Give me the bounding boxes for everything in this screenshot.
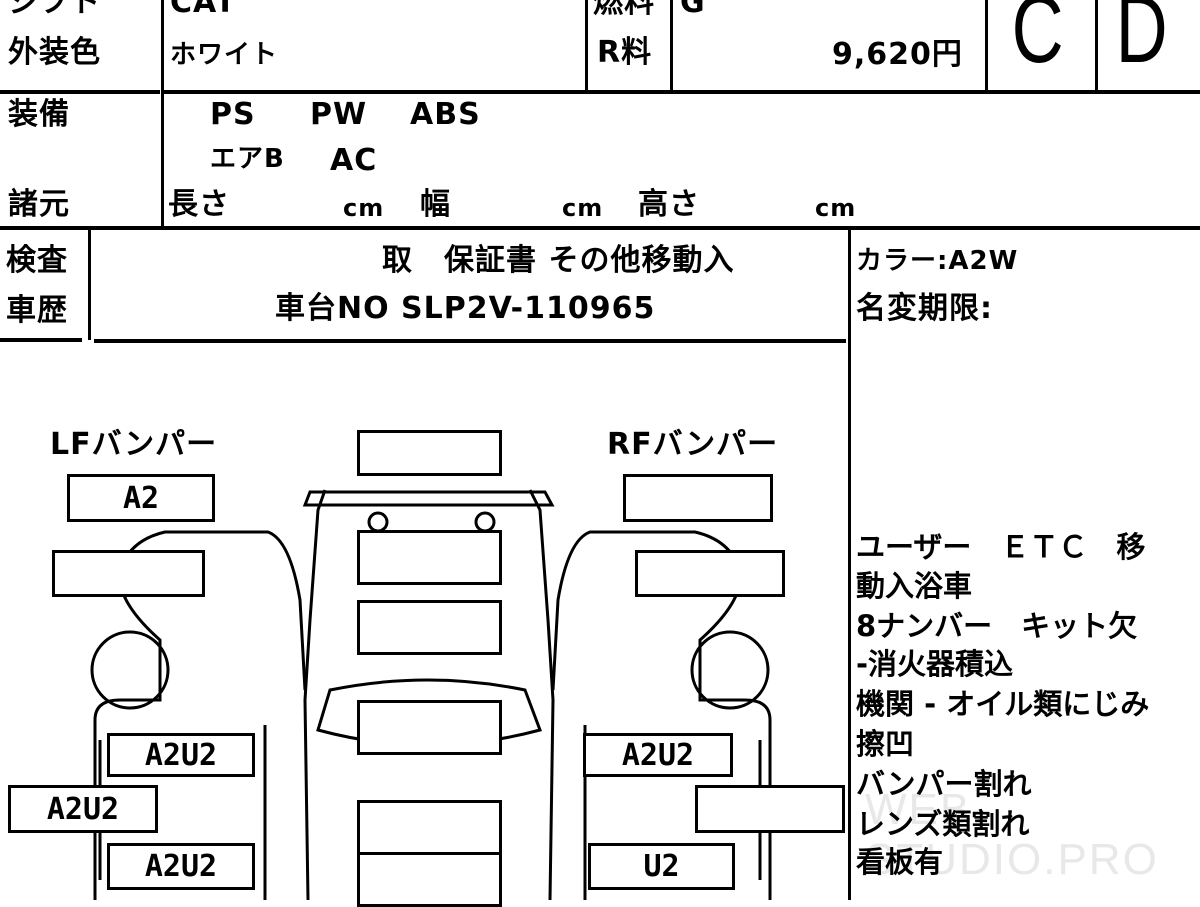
name-change-deadline: 名変期限:: [856, 291, 993, 326]
lf-bumper-label: LFバンパー: [50, 427, 218, 462]
divider: [1095, 0, 1098, 90]
divider: [985, 0, 988, 90]
divider: [88, 228, 91, 340]
color-code: カラー:A2W: [856, 246, 1019, 276]
left-fender-box: [52, 550, 205, 597]
shift-value: CAT: [170, 0, 237, 20]
inspection-text: 取 保証書 その他移動入: [382, 243, 735, 278]
rear-box-2: [357, 852, 502, 907]
hood-box: [357, 530, 502, 585]
equipment-label: 装備: [8, 97, 70, 132]
equipment-item: ABS: [410, 97, 481, 132]
divider: [670, 0, 673, 90]
divider: [0, 226, 1200, 230]
right-rear-mark: U2: [588, 843, 735, 890]
note-line: 8ナンバー キット欠: [856, 609, 1138, 643]
fuel-value: G: [680, 0, 706, 20]
exterior-color-value: ホワイト: [170, 40, 279, 70]
length-label: 長さ: [168, 187, 230, 222]
equipment-item: AC: [330, 143, 378, 178]
exterior-color-label: 外装色: [8, 35, 101, 70]
divider: [0, 338, 82, 342]
height-label: 高さ: [638, 187, 700, 222]
width-label: 幅: [420, 187, 451, 222]
note-line: 看板有: [856, 845, 944, 879]
note-line: バンパー割れ: [856, 767, 1032, 801]
divider: [848, 228, 851, 900]
note-line: レンズ類割れ: [856, 807, 1030, 841]
history-label: 車歴: [6, 293, 68, 328]
equipment-item: エアB: [210, 144, 285, 174]
rf-bumper-label: RFバンパー: [607, 427, 779, 462]
right-front-door-mark: A2U2: [583, 733, 733, 777]
left-rear-mark: A2U2: [107, 843, 255, 890]
rf-bumper-box: [623, 474, 773, 522]
note-line: 擦凹: [856, 727, 915, 761]
left-side-mark: A2U2: [8, 785, 158, 833]
divider: [0, 90, 160, 94]
note-line: 機関 - オイル類にじみ: [856, 687, 1150, 721]
exterior-grade: D: [1115, 0, 1168, 83]
fuel-label: 燃料: [593, 0, 655, 20]
divider: [94, 339, 846, 343]
lf-bumper-mark: A2: [67, 474, 215, 522]
equipment-item: PW: [310, 97, 368, 132]
divider: [163, 90, 1200, 94]
interior-grade: C: [1011, 0, 1064, 83]
divider: [161, 0, 164, 228]
shift-label: シフト: [8, 0, 101, 20]
height-unit: cm: [815, 194, 857, 222]
chassis-number: 車台NO SLP2V-110965: [275, 291, 656, 326]
equipment-item: PS: [210, 97, 256, 132]
note-line: 動入浴車: [856, 569, 973, 603]
inspection-label: 検査: [6, 243, 68, 278]
note-line: -消火器積込: [856, 647, 1014, 681]
divider: [585, 0, 588, 90]
width-unit: cm: [562, 194, 604, 222]
recycle-fee-label: R料: [597, 35, 653, 70]
left-front-door-mark: A2U2: [107, 733, 255, 777]
length-unit: cm: [343, 194, 385, 222]
front-box: [357, 430, 502, 476]
windshield-box: [357, 600, 502, 655]
roof-box: [357, 700, 502, 755]
rear-box: [357, 800, 502, 855]
specs-label: 諸元: [8, 187, 70, 222]
right-fender-box: [635, 550, 785, 597]
recycle-fee-value: 9,620円: [832, 37, 963, 72]
right-side-box: [695, 785, 845, 833]
note-line: ユーザー ＥＴＣ 移: [856, 530, 1146, 564]
watermark: WEB-STUDIO.PRO: [865, 785, 1159, 884]
